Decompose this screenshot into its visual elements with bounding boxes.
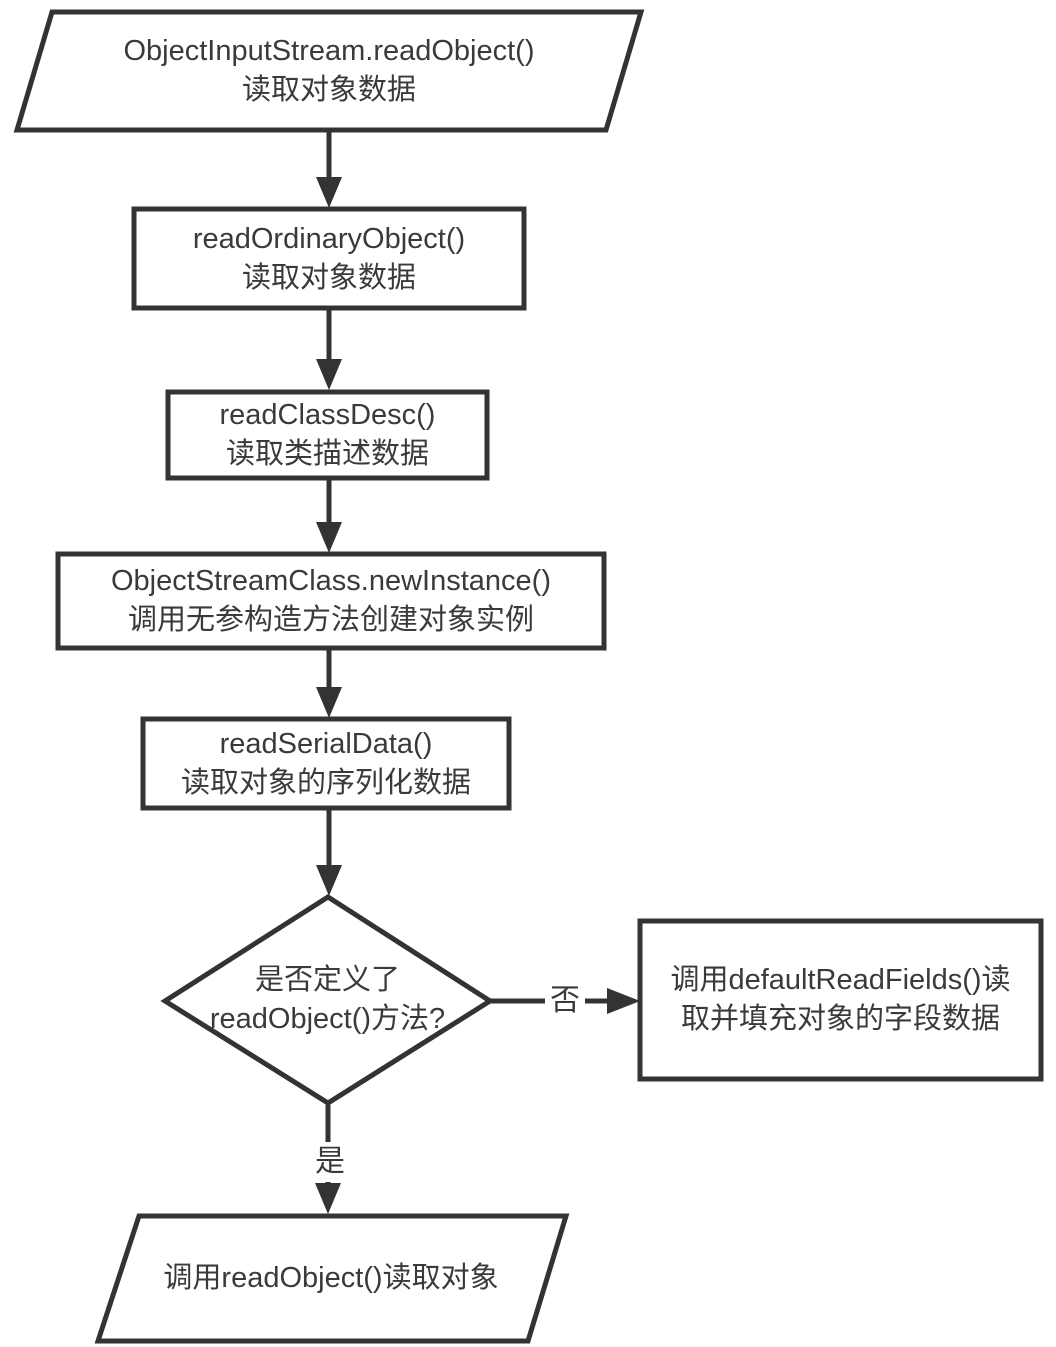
decision-diamond-shape	[160, 894, 495, 1106]
arrowhead-down-1	[316, 177, 342, 208]
arrowhead-down-yes	[315, 1183, 341, 1214]
arrowhead-down-4	[316, 687, 342, 718]
default-read-fields-box-shape	[637, 918, 1044, 1082]
read-ordinary-object-box-shape	[131, 206, 527, 311]
read-serial-data-box-shape	[140, 716, 512, 811]
call-read-object-parallelogram-shape	[94, 1213, 570, 1344]
arrowhead-right-no	[607, 988, 640, 1014]
read-class-desc-box-shape	[165, 389, 490, 481]
new-instance-box-shape	[55, 551, 607, 651]
arrowhead-down-2	[316, 359, 342, 390]
arrowhead-down-3	[316, 522, 342, 553]
start-parallelogram-shape	[13, 9, 645, 133]
arrowhead-down-5	[316, 865, 342, 896]
